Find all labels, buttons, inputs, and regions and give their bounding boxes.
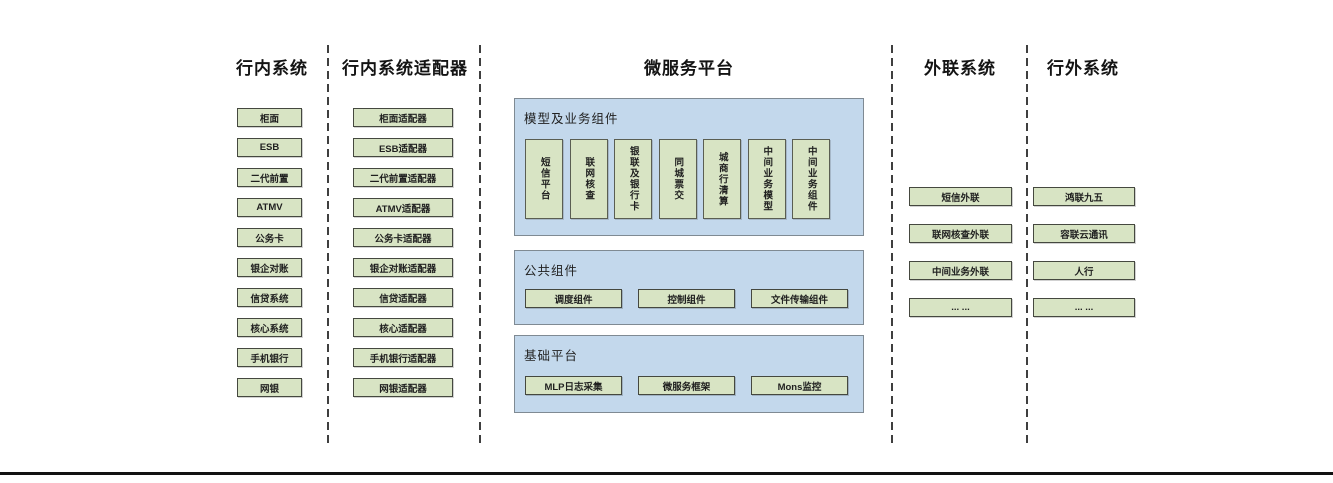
- system-box: 核心系统: [237, 318, 302, 337]
- component-box: Mons监控: [751, 376, 848, 395]
- model-business-components-container: 模型及业务组件 短信平台 联网核查 银联及银行卡 同城票交 城商行清算 中间业务…: [514, 98, 864, 236]
- adapter-box: 手机银行适配器: [353, 348, 453, 367]
- external-box: ... ...: [1033, 298, 1135, 317]
- outreach-box: 联网核查外联: [909, 224, 1012, 243]
- system-box: 柜面: [237, 108, 302, 127]
- component-box: 城商行清算: [703, 139, 741, 219]
- outreach-box: 短信外联: [909, 187, 1012, 206]
- column-title-internal-systems: 行内系统: [236, 59, 308, 78]
- adapter-box: 核心适配器: [353, 318, 453, 337]
- external-box: 鸿联九五: [1033, 187, 1135, 206]
- component-label: 短信平台: [538, 157, 550, 201]
- external-systems-column: 鸿联九五 容联云通讯 人行 ... ...: [1033, 187, 1135, 317]
- system-box: ATMV: [237, 198, 302, 217]
- column-title-external-systems: 行外系统: [1047, 59, 1119, 78]
- adapter-box: 公务卡适配器: [353, 228, 453, 247]
- component-box: 联网核查: [569, 139, 608, 219]
- component-box: 银联及银行卡: [614, 139, 652, 219]
- system-box: 公务卡: [237, 228, 302, 247]
- adapter-box: ESB适配器: [353, 138, 453, 157]
- component-box: 中间业务模型: [747, 139, 786, 219]
- column-divider: [479, 45, 481, 443]
- external-box: 容联云通讯: [1033, 224, 1135, 243]
- column-divider: [1026, 45, 1028, 443]
- component-row: 调度组件 控制组件 文件传输组件: [525, 289, 848, 308]
- component-box: 控制组件: [638, 289, 735, 308]
- column-title-outreach-systems: 外联系统: [924, 59, 996, 78]
- internal-systems-column: 柜面 ESB 二代前置 ATMV 公务卡 银企对账 信贷系统 核心系统 手机银行…: [237, 108, 302, 397]
- component-label: 同城票交: [672, 157, 684, 201]
- component-label: 城商行清算: [716, 151, 728, 207]
- common-components-container: 公共组件 调度组件 控制组件 文件传输组件: [514, 250, 864, 325]
- component-box: 微服务框架: [638, 376, 735, 395]
- component-box: 短信平台: [525, 139, 563, 219]
- system-box: 二代前置: [237, 168, 302, 187]
- container-label: 模型及业务组件: [524, 112, 619, 126]
- column-title-internal-adapters: 行内系统适配器: [342, 59, 468, 78]
- system-box: ESB: [237, 138, 302, 157]
- component-box: 调度组件: [525, 289, 622, 308]
- adapter-box: ATMV适配器: [353, 198, 453, 217]
- container-label: 公共组件: [524, 264, 579, 278]
- external-box: 人行: [1033, 261, 1135, 280]
- adapter-box: 二代前置适配器: [353, 168, 453, 187]
- adapter-box: 柜面适配器: [353, 108, 453, 127]
- component-label: 银联及银行卡: [627, 146, 639, 212]
- outreach-box: ... ...: [909, 298, 1012, 317]
- system-box: 银企对账: [237, 258, 302, 277]
- system-box: 网银: [237, 378, 302, 397]
- component-box: MLP日志采集: [525, 376, 622, 395]
- adapter-box: 信贷适配器: [353, 288, 453, 307]
- outreach-box: 中间业务外联: [909, 261, 1012, 280]
- component-box: 中间业务组件: [792, 139, 830, 219]
- system-box: 信贷系统: [237, 288, 302, 307]
- adapter-box: 银企对账适配器: [353, 258, 453, 277]
- column-divider: [327, 45, 329, 443]
- column-divider: [891, 45, 893, 443]
- system-box: 手机银行: [237, 348, 302, 367]
- component-row: MLP日志采集 微服务框架 Mons监控: [525, 376, 848, 395]
- bottom-divider-line: [0, 472, 1333, 475]
- component-row: 短信平台 联网核查 银联及银行卡 同城票交 城商行清算 中间业务模型 中间业务组…: [525, 139, 830, 219]
- column-title-microservice-platform: 微服务平台: [644, 59, 734, 78]
- adapter-box: 网银适配器: [353, 378, 453, 397]
- container-label: 基础平台: [524, 349, 579, 363]
- base-platform-container: 基础平台 MLP日志采集 微服务框架 Mons监控: [514, 335, 864, 413]
- component-label: 联网核查: [583, 157, 595, 201]
- component-box: 同城票交: [658, 139, 697, 219]
- component-label: 中间业务组件: [805, 146, 817, 212]
- adapters-column: 柜面适配器 ESB适配器 二代前置适配器 ATMV适配器 公务卡适配器 银企对账…: [353, 108, 453, 397]
- component-label: 中间业务模型: [761, 146, 773, 212]
- outreach-systems-column: 短信外联 联网核查外联 中间业务外联 ... ...: [909, 187, 1012, 317]
- component-box: 文件传输组件: [751, 289, 848, 308]
